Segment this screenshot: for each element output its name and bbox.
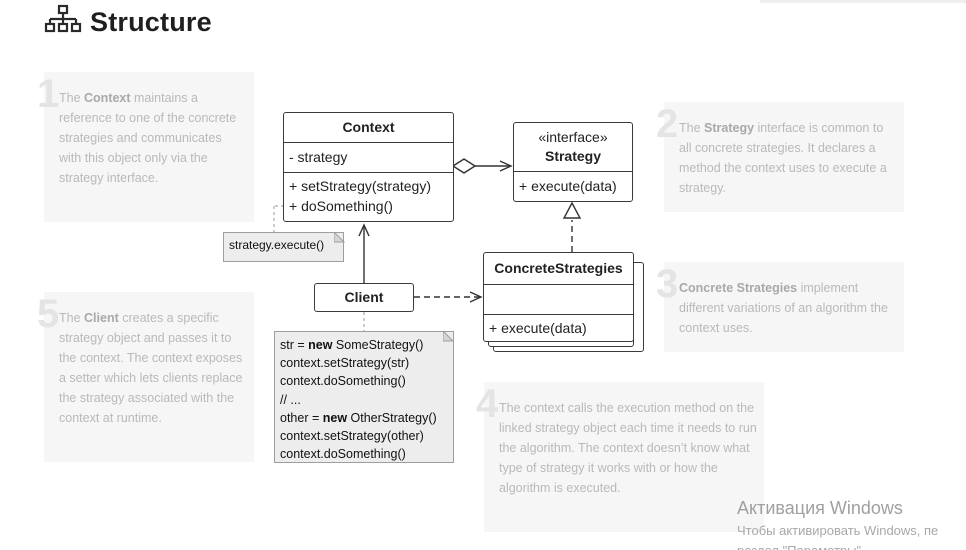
note-number: 1 — [37, 72, 60, 116]
class-name: ConcreteStrategies — [494, 260, 623, 276]
code-line: context.setStrategy(str) — [280, 356, 410, 371]
code-note-fold — [443, 331, 454, 342]
note-5: 5 The Client creates a specific strategy… — [37, 292, 254, 462]
activation-watermark-text: Чтобы активировать Windows, пе — [737, 523, 939, 538]
page-title: Structure — [90, 6, 212, 37]
execute-note: strategy.execute() — [223, 232, 344, 262]
code-line: context.doSomething() — [280, 374, 406, 389]
method-set-strategy: + setStrategy(strategy) — [289, 178, 432, 194]
note-3: 3 Concrete Strategies implement differen… — [656, 262, 904, 352]
section-header: Structure — [44, 4, 212, 40]
execute-note-fold — [334, 232, 345, 243]
class-name: Strategy — [544, 148, 602, 164]
note-number: 3 — [656, 262, 679, 306]
methods-section: + execute(data) — [484, 314, 633, 341]
note-number: 5 — [37, 292, 60, 336]
note-number: 4 — [476, 382, 499, 426]
client-class: Client — [314, 283, 414, 312]
note-text: The context calls the execution method o… — [499, 401, 757, 495]
note-1: 1 The Context maintains a reference to o… — [37, 72, 254, 222]
stereotype: «interface» — [538, 129, 608, 145]
method-execute: + execute(data) — [489, 320, 587, 336]
fields-section — [484, 284, 633, 314]
aggregation-connector — [451, 158, 513, 174]
code-line: // ... — [280, 392, 301, 407]
execute-note-text: strategy.execute() — [229, 238, 325, 252]
fields-section: - strategy — [284, 142, 453, 172]
code-line: other = new OtherStrategy() — [280, 410, 437, 425]
concrete-strategies-class: ConcreteStrategies + execute(data) — [483, 252, 634, 342]
method-do-something: + doSomething() — [289, 198, 393, 214]
methods-section: + setStrategy(strategy) + doSomething() — [284, 172, 453, 220]
class-name: Context — [342, 119, 395, 135]
activation-watermark-text-2: раздел "Параметры". — [737, 543, 865, 550]
note-text: The Client creates a specific strategy o… — [59, 311, 243, 425]
field-strategy: - strategy — [289, 149, 348, 165]
client-code-note: str = new SomeStrategy() context.setStra… — [274, 331, 454, 463]
hierarchy-icon — [44, 4, 82, 41]
note-text: Concrete Strategies implement different … — [679, 281, 888, 335]
method-execute: + execute(data) — [519, 178, 617, 194]
strategy-interface: «interface» Strategy + execute(data) — [513, 122, 633, 202]
note-2: 2 The Strategy interface is common to al… — [656, 102, 904, 212]
note-number: 2 — [656, 102, 679, 146]
context-class: Context - strategy + setStrategy(strateg… — [283, 112, 454, 222]
activation-watermark-title: Активация Windows — [737, 498, 903, 518]
implementation-connector — [562, 201, 582, 252]
note-4: 4 The context calls the execution method… — [476, 382, 764, 532]
code-line: str = new SomeStrategy() — [280, 338, 424, 352]
code-line: context.setStrategy(other) — [280, 429, 424, 444]
top-strip — [760, 0, 966, 3]
note-text: The Strategy interface is common to all … — [679, 121, 887, 195]
methods-section: + execute(data) — [514, 171, 632, 201]
code-line: context.doSomething() — [280, 447, 406, 462]
note-text: The Context maintains a reference to one… — [59, 91, 237, 185]
class-header: «interface» Strategy — [514, 123, 632, 171]
